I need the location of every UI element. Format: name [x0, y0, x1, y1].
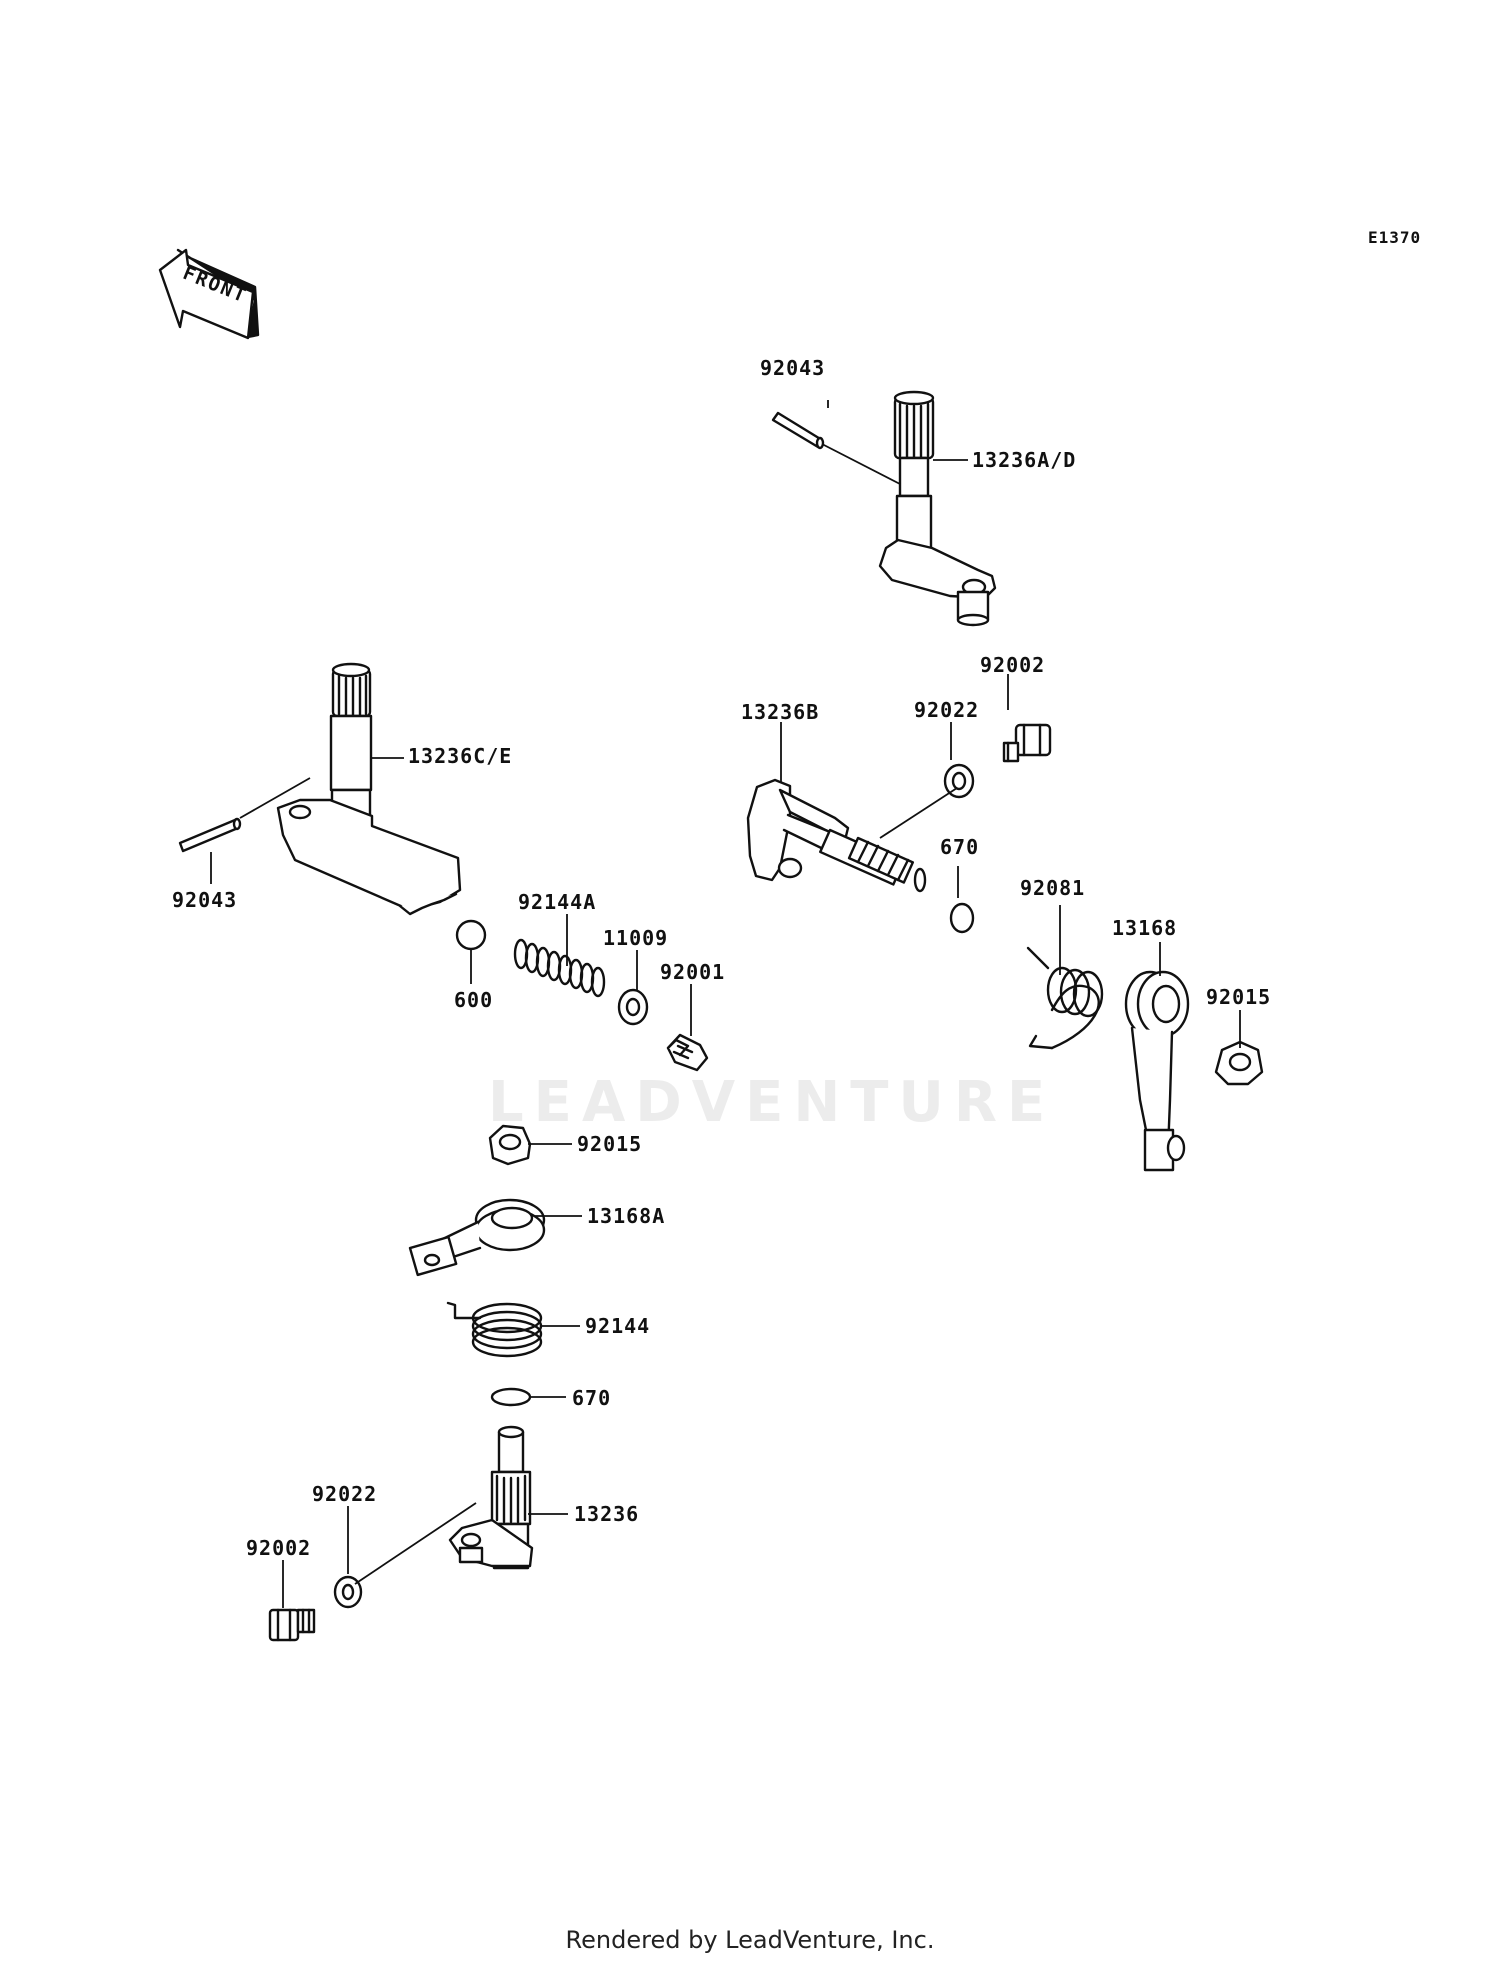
bolt-92002-bottom	[268, 1608, 316, 1642]
label-13236CE[interactable]: 13236C/E	[408, 744, 513, 768]
label-92002-top[interactable]: 92002	[980, 653, 1046, 677]
label-13236B[interactable]: 13236B	[741, 700, 820, 724]
oring-670-bottom	[490, 1387, 532, 1407]
plug-92001	[666, 1033, 709, 1072]
spring-92144A	[513, 938, 606, 998]
label-92015-mid[interactable]: 92015	[577, 1132, 643, 1156]
nut-92015-mid	[488, 1124, 532, 1166]
diagram-code: E1370	[1368, 228, 1422, 247]
oring-670-top	[949, 902, 975, 934]
label-92015-right[interactable]: 92015	[1206, 985, 1272, 1009]
label-92043-left[interactable]: 92043	[172, 888, 238, 912]
label-13236AD[interactable]: 13236A/D	[972, 448, 1077, 472]
label-92002-bottom[interactable]: 92002	[246, 1536, 312, 1560]
label-600[interactable]: 600	[454, 988, 494, 1012]
label-92081[interactable]: 92081	[1020, 876, 1086, 900]
label-92144A[interactable]: 92144A	[518, 890, 597, 914]
footer-credit: Rendered by LeadVenture, Inc.	[565, 1926, 935, 1954]
bolt-92002-top	[1002, 723, 1052, 763]
label-670-bottom[interactable]: 670	[572, 1386, 612, 1410]
label-13168[interactable]: 13168	[1112, 916, 1178, 940]
ball-600	[455, 919, 487, 951]
shaft-13236	[448, 1425, 534, 1570]
label-92022-bottom[interactable]: 92022	[312, 1482, 378, 1506]
shaft-13236AD	[878, 390, 997, 627]
label-13236[interactable]: 13236	[574, 1502, 640, 1526]
spring-92144	[446, 1301, 543, 1358]
arm-13168	[1124, 970, 1190, 1172]
front-arrow-icon	[158, 248, 260, 340]
shaft-13236B	[746, 778, 927, 893]
spring-92081	[1026, 946, 1104, 1050]
arm-13168A	[408, 1198, 546, 1277]
shaft-13236CE	[276, 662, 462, 916]
label-92043-top[interactable]: 92043	[760, 356, 826, 380]
pin-92043-left	[178, 817, 242, 853]
label-11009[interactable]: 11009	[603, 926, 669, 950]
label-92144[interactable]: 92144	[585, 1314, 651, 1338]
nut-92015-right	[1214, 1040, 1264, 1086]
watermark: LEADVENTURE	[488, 1070, 1056, 1135]
pin-92043-top	[771, 411, 825, 450]
label-670-top[interactable]: 670	[940, 835, 980, 859]
label-92022-top[interactable]: 92022	[914, 698, 980, 722]
leader-lines	[210, 400, 1241, 1608]
label-13168A[interactable]: 13168A	[587, 1204, 666, 1228]
label-92001[interactable]: 92001	[660, 960, 726, 984]
